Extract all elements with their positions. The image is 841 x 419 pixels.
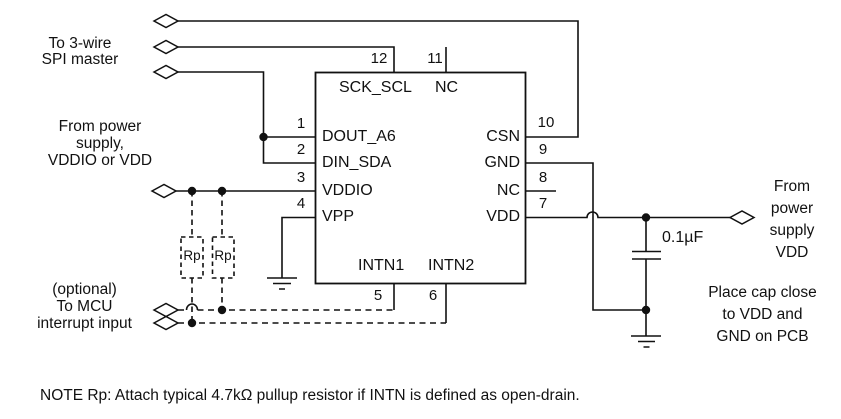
- connector-diamond: [152, 315, 180, 331]
- pin-number-8: 8: [538, 169, 548, 186]
- wire-spi-data: [178, 71, 316, 164]
- pin-number-3: 3: [296, 169, 306, 186]
- connector-diamond: [728, 210, 756, 225]
- junction-dot: [259, 132, 268, 142]
- pin-name-sck-scl: SCK_SCL: [339, 79, 412, 96]
- resistor-rp1-label: Rp: [183, 248, 201, 263]
- connector-diamonds: [150, 13, 756, 331]
- pin-name-intn2: INTN2: [428, 257, 475, 274]
- junction-dot: [187, 186, 197, 196]
- pin-name-csn: CSN: [486, 128, 520, 145]
- pin-number-12: 12: [370, 50, 388, 67]
- ground-symbol-main: [631, 335, 661, 348]
- chip-outline: [314, 71, 527, 285]
- pin-name-gnd: GND: [484, 154, 520, 171]
- wire-gnd: [525, 162, 646, 311]
- junction-dot: [187, 318, 197, 328]
- pin-name-dout-a6: DOUT_A6: [322, 128, 396, 145]
- pin-number-2: 2: [296, 141, 306, 158]
- connector-diamond: [152, 13, 180, 29]
- label-power-supply: From power supply, VDDIO or VDD: [47, 118, 153, 169]
- resistor-rp2-label: Rp: [214, 248, 232, 263]
- pin-number-11: 11: [427, 50, 443, 67]
- pin-number-6: 6: [428, 287, 438, 304]
- label-power-vdd: From power supply VDD: [769, 178, 815, 261]
- ground-symbol-vpp: [267, 277, 297, 290]
- connector-diamond: [150, 183, 178, 199]
- label-spi-master: To 3-wire SPI master: [41, 35, 119, 68]
- wire-spi-csn: [178, 20, 579, 138]
- pin-number-7: 7: [538, 195, 548, 212]
- capacitor-value-label: 0.1µF: [662, 229, 704, 246]
- pin-number-4: 4: [296, 195, 306, 212]
- pin-name-nc-top: NC: [435, 79, 459, 96]
- pin-name-intn1: INTN1: [358, 257, 405, 274]
- junction-dot: [641, 305, 651, 315]
- capacitor-symbol: [632, 217, 661, 336]
- pin-name-din-sda: DIN_SDA: [322, 154, 392, 171]
- resistor-rp2-box: [211, 236, 235, 279]
- resistor-rp1-box: [180, 236, 204, 279]
- wire-spi-sck: [178, 46, 395, 73]
- connector-diamond: [152, 39, 180, 55]
- junction-dot: [217, 186, 227, 196]
- label-mcu-interrupt: (optional) To MCU interrupt input: [37, 281, 132, 332]
- pin-number-1: 1: [296, 115, 306, 132]
- pin-number-5: 5: [373, 287, 383, 304]
- connector-diamond: [152, 64, 180, 80]
- note-text: NOTE Rp: Attach typical 4.7kΩ pullup res…: [40, 387, 580, 404]
- pin-number-9: 9: [538, 141, 548, 158]
- label-place-cap: Place cap close to VDD and GND on PCB: [708, 284, 817, 345]
- wire-hop-intn1: [185, 303, 199, 311]
- pin-number-10: 10: [537, 114, 555, 131]
- junction-dot: [641, 213, 651, 222]
- pin-name-vpp: VPP: [322, 208, 355, 225]
- wire-vdd: [525, 211, 730, 219]
- pin-name-vdd: VDD: [486, 208, 520, 225]
- junction-dots: [187, 132, 651, 328]
- connector-diamond: [152, 302, 180, 318]
- pin-name-vddio: VDDIO: [322, 182, 373, 199]
- pin-name-nc-right: NC: [496, 182, 520, 199]
- wire-vpp: [281, 216, 316, 278]
- junction-dot: [217, 305, 227, 315]
